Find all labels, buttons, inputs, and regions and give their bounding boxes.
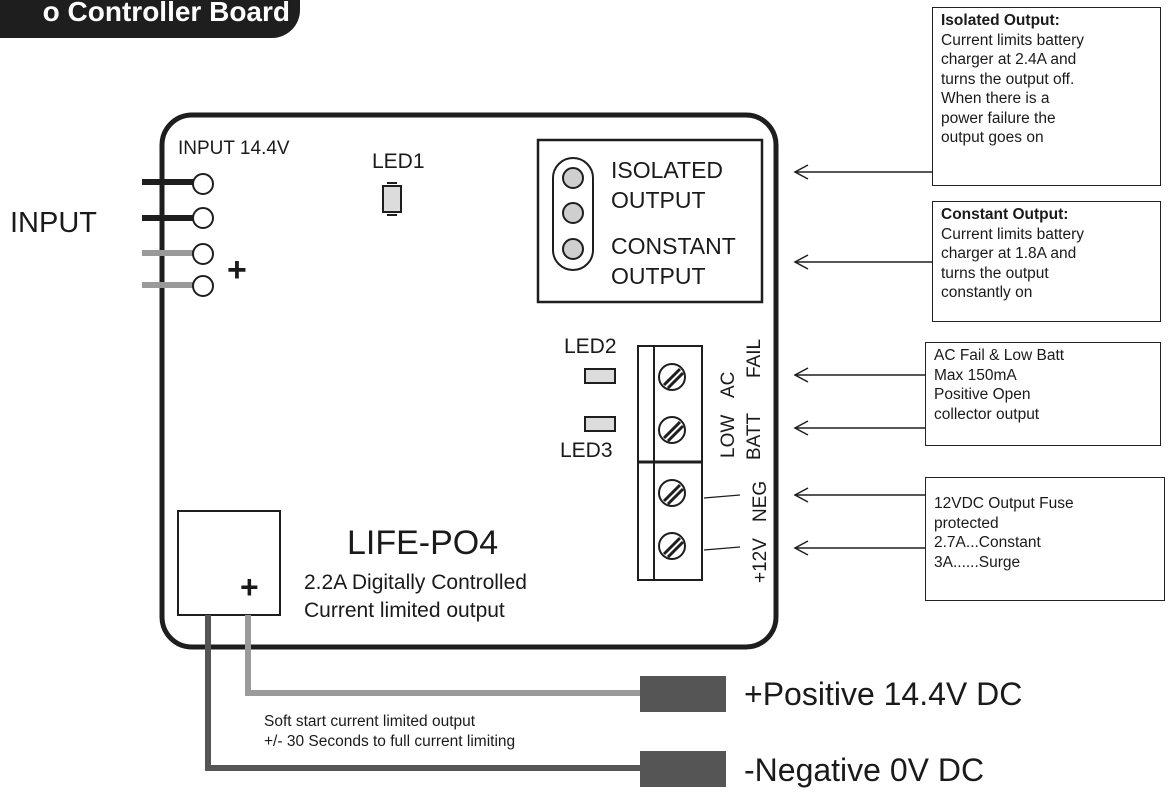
fuse-note-line: protected [934,514,999,532]
fuse-note-line: 12VDC Output Fuse [934,495,1074,512]
negative-terminal-block [640,751,726,787]
constant-note-line: Current limits battery [941,225,1084,243]
isolated-note-line: output goes on [941,129,1044,146]
annotation-arrows [793,164,932,556]
led2-component [584,368,616,384]
constant-note-heading: Constant Output: [941,206,1069,223]
soft-start-line-1: Soft start current limited output [264,713,476,730]
isolated-line-1: ISOLATED [611,157,724,183]
input-voltage-label: INPUT 14.4V [178,138,290,159]
jumper-pin-2 [562,202,584,224]
fuse-note: 12VDC Output Fuse protected 2.7A...Const… [925,477,1165,601]
led3-label: LED3 [560,439,613,462]
positive-output-label: +Positive 14.4V DC [744,676,1023,712]
model-description: 2.2A Digitally Controlled Current limite… [304,569,527,625]
page-title: o Controller Board [42,0,290,27]
constant-output-note: Constant Output: Current limits battery … [932,201,1161,322]
led2-label: LED2 [564,335,617,358]
terminal-label-fail: FAIL [744,338,765,378]
constant-note-line: constantly on [941,284,1033,301]
model-label: LIFE-PO4 [347,524,499,562]
led1-label: LED1 [372,150,425,173]
isolated-note-line: turns the output off. [941,70,1075,88]
constant-line-2: OUTPUT [611,263,706,289]
positive-terminal-block [640,676,726,712]
soft-start-line-2: +/- 30 Seconds to full current limiting [264,733,516,750]
isolated-note-heading: Isolated Output: [941,12,1060,29]
acfail-note-line: Max 150mA [934,366,1017,384]
isolated-note-line: When there is a [941,90,1050,107]
input-label: INPUT [10,207,97,239]
isolated-note-line: charger at 2.4A and [941,51,1077,68]
led1-component [382,185,402,213]
title-badge [0,0,300,38]
isolated-note-line: Current limits battery [941,31,1084,49]
acfail-note-line: AC Fail & Low Batt [934,347,1065,364]
acfail-note-line: Positive Open [934,386,1031,403]
terminal-label-batt: BATT [744,412,765,460]
constant-line-1: CONSTANT [611,233,736,259]
terminal-label-ac: AC [718,371,739,398]
acfail-note-line: collector output [934,405,1040,423]
output-mode-panel [536,138,764,304]
negative-wire [205,615,640,771]
acfail-note: AC Fail & Low Batt Max 150mA Positive Op… [925,342,1161,446]
terminal-label-12v: +12V [750,538,771,583]
input-terminal-3 [192,243,214,265]
jumper-pin-3 [562,238,584,260]
constant-note-line: turns the output [941,264,1049,282]
isolated-line-2: OUTPUT [611,187,706,213]
input-terminal-2 [192,207,214,229]
constant-output-label: CONSTANT OUTPUT [611,231,736,291]
terminal-label-low: LOW [718,414,739,458]
input-plus-label: + [227,251,247,289]
fuse-note-line: 2.7A...Constant [934,534,1041,551]
negative-output-label: -Negative 0V DC [744,752,985,788]
controller-board-outline [159,112,779,650]
output-plus-label: + [240,569,259,605]
terminal-label-neg: NEG [750,480,771,522]
constant-note-line: charger at 1.8A and [941,245,1077,262]
fuse-note-line: 3A......Surge [934,553,1021,571]
soft-start-note: Soft start current limited output +/- 30… [264,712,515,752]
input-terminal-1 [192,173,214,195]
jumper-pin-1 [562,167,584,189]
input-terminal-4 [192,275,214,297]
desc-line-2: Current limited output [304,599,505,622]
led3-component [584,416,616,432]
isolated-output-label: ISOLATED OUTPUT [611,155,723,215]
isolated-note-line: power failure the [941,109,1056,127]
isolated-output-note: Isolated Output: Current limits battery … [932,7,1161,186]
desc-line-1: 2.2A Digitally Controlled [304,571,527,594]
output-connector-box [177,510,281,616]
positive-wire [245,615,640,696]
